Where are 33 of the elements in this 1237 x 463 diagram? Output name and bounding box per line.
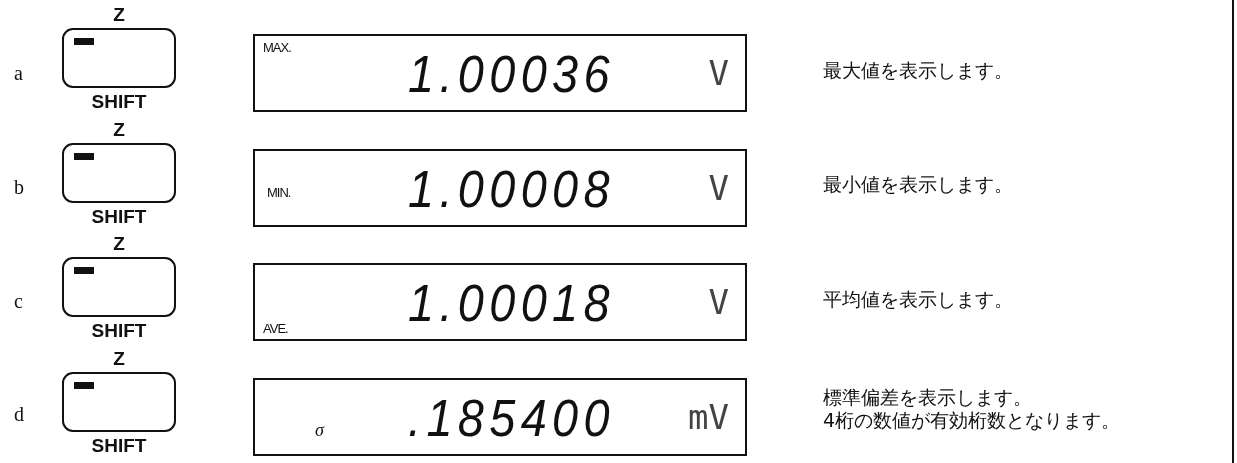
key-bottom-label: SHIFT — [90, 322, 148, 340]
key-top-label: Z — [112, 349, 126, 368]
row-letter: a — [14, 62, 23, 85]
description-text: 4桁の数値が有効桁数となります。 — [823, 408, 1121, 433]
lcd-display — [253, 34, 747, 112]
description-text: 最小値を表示します。 — [823, 172, 1013, 197]
row-letter: b — [14, 176, 24, 199]
unit-indicator: V — [708, 285, 729, 319]
display-digits: 1.00008 — [408, 162, 615, 215]
row-letter: d — [14, 403, 24, 426]
row-letter: c — [14, 290, 23, 313]
description-text: 最大値を表示します。 — [823, 58, 1013, 83]
unit-indicator: V — [708, 56, 729, 90]
display-digits: .185400 — [408, 391, 615, 444]
display-digits: 1.00018 — [408, 277, 615, 329]
mode-indicator: σ — [315, 419, 323, 441]
key-bottom-label: SHIFT — [90, 93, 148, 111]
lcd-display — [253, 377, 747, 456]
description-text: 標準偏差を表示します。 — [823, 385, 1032, 410]
description-text: 平均値を表示します。 — [823, 287, 1013, 312]
mode-indicator: MIN. — [267, 184, 291, 200]
unit-indicator: mV — [688, 399, 729, 434]
key-top-label: Z — [112, 6, 126, 24]
display-digits: 1.00036 — [408, 48, 615, 100]
key-bottom-label: SHIFT — [90, 436, 148, 455]
lcd-display — [253, 263, 747, 341]
mode-indicator: MAX. — [263, 40, 291, 55]
key-bottom-label: SHIFT — [90, 207, 148, 226]
key-top-label: Z — [112, 235, 126, 253]
unit-indicator: V — [708, 170, 729, 205]
lcd-display — [253, 148, 747, 227]
mode-indicator: AVE. — [263, 321, 288, 336]
key-top-label: Z — [112, 120, 126, 139]
